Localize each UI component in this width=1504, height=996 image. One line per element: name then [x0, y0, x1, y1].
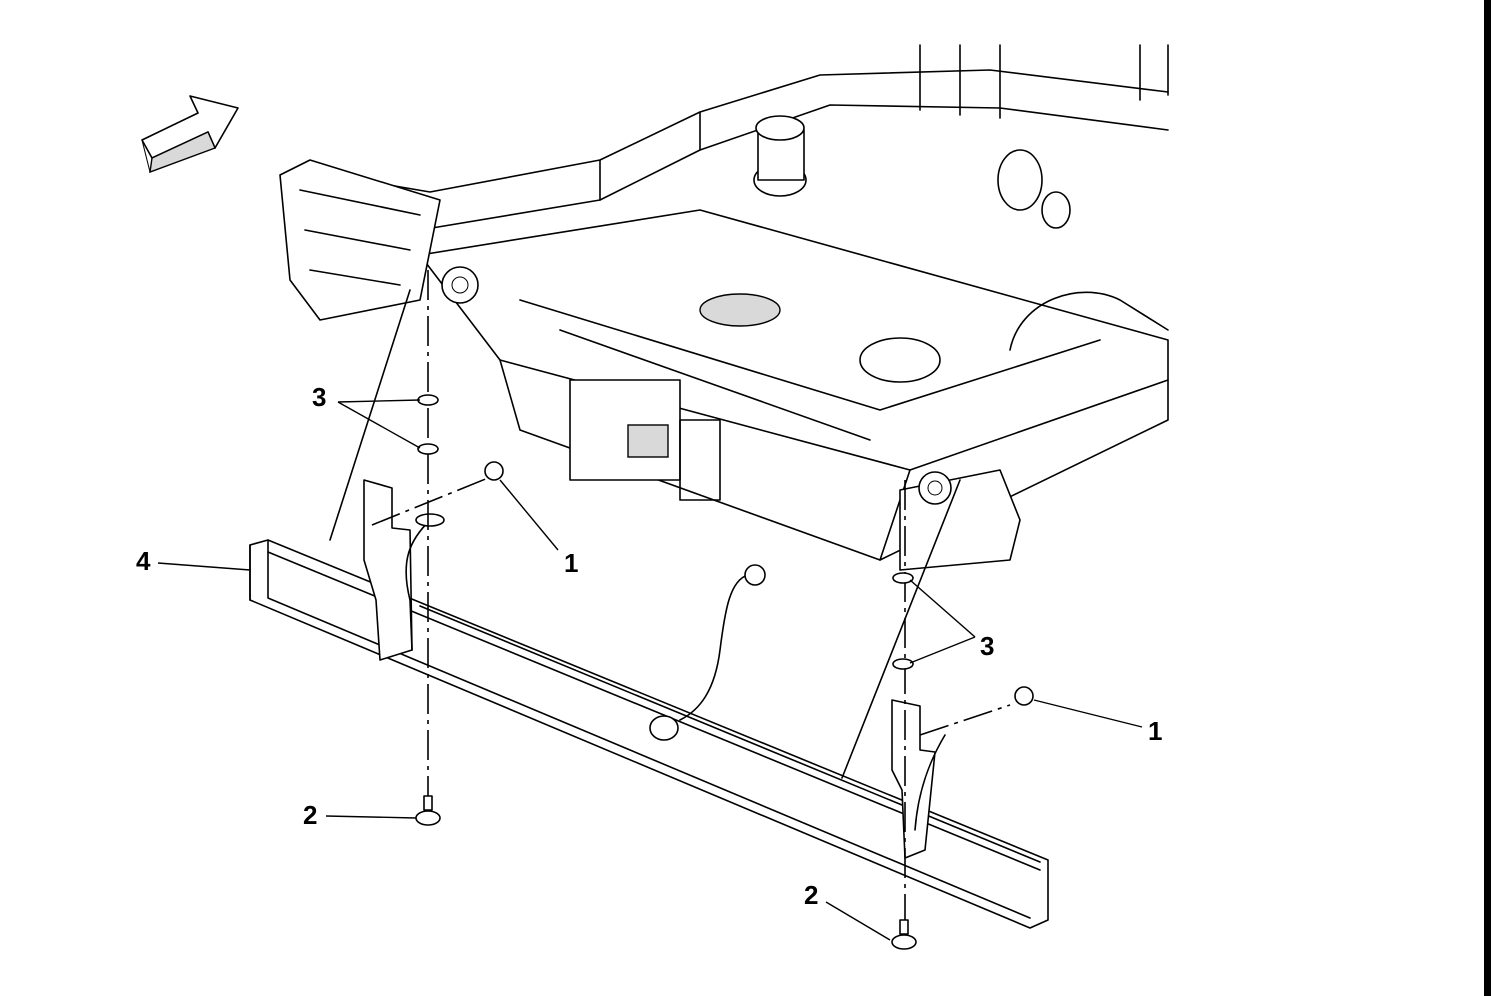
- nut-right: [1014, 686, 1034, 706]
- right-bracket: [891, 699, 946, 859]
- callout-2-right: 2: [804, 880, 818, 910]
- callout-2-left: 2: [303, 800, 317, 830]
- callout-4: 4: [136, 546, 151, 576]
- leader-lines: [157, 399, 1143, 941]
- washer-upper-left: [417, 394, 439, 406]
- nut-left: [484, 461, 504, 481]
- callout-3-left: 3: [312, 382, 326, 412]
- callout-1-lower: 1: [1148, 716, 1162, 746]
- washer-upper-right: [892, 572, 914, 584]
- washer-lower-right: [892, 658, 914, 670]
- washer-lower-left: [417, 443, 439, 455]
- forward-arrow-icon: [141, 95, 239, 174]
- right-border: [1484, 0, 1491, 996]
- bolt-left: [415, 795, 441, 826]
- callout-3-right: 3: [980, 631, 994, 661]
- vehicle-frame: [279, 44, 1169, 571]
- assembly-centerlines: [329, 270, 1011, 920]
- step-pad: [249, 539, 1049, 929]
- bolt-right: [891, 919, 917, 950]
- left-bracket: [363, 479, 445, 661]
- fasteners: [415, 394, 1034, 950]
- callout-1-upper: 1: [564, 548, 578, 578]
